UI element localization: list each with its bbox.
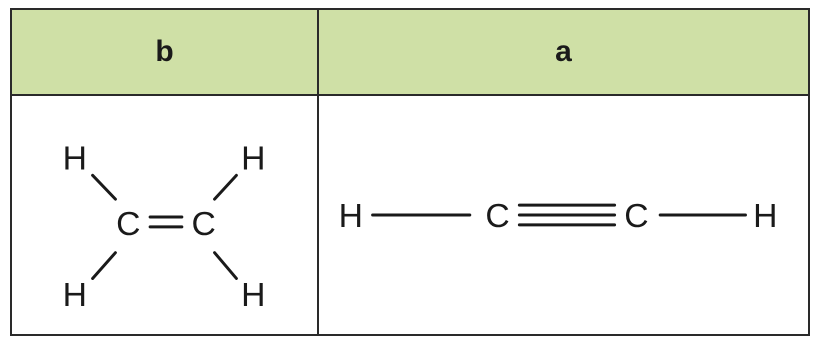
atom-h-top-right: H — [241, 139, 265, 177]
bond-single-top-right — [213, 173, 238, 201]
atom-c-left: C — [485, 197, 509, 235]
cell-structure-a: H C C H — [319, 96, 808, 334]
structural-formula-b: H H C C H H — [63, 139, 266, 314]
structural-formula-a: H C C H — [339, 197, 778, 235]
structure-table: b a H H C C H H — [10, 8, 810, 336]
atom-h-right: H — [753, 197, 777, 235]
column-header-b: b — [12, 10, 319, 96]
atom-h-top-left: H — [63, 139, 87, 177]
atom-h-bottom-left: H — [63, 276, 87, 314]
bond-double-carbon-carbon — [148, 215, 184, 229]
column-header-a: a — [319, 10, 808, 96]
atom-h-left: H — [339, 197, 363, 235]
cell-structure-b: H H C C H H — [12, 96, 319, 334]
atom-c-left: C — [116, 205, 140, 243]
bond-triple-carbon-carbon — [517, 203, 617, 227]
atom-c-right: C — [191, 205, 215, 243]
atom-h-bottom-right: H — [241, 276, 265, 314]
bond-single-bottom-right — [213, 251, 238, 280]
atom-c-right: C — [624, 197, 648, 235]
bond-single-top-left — [91, 173, 117, 201]
bond-single-bottom-left — [91, 251, 117, 280]
